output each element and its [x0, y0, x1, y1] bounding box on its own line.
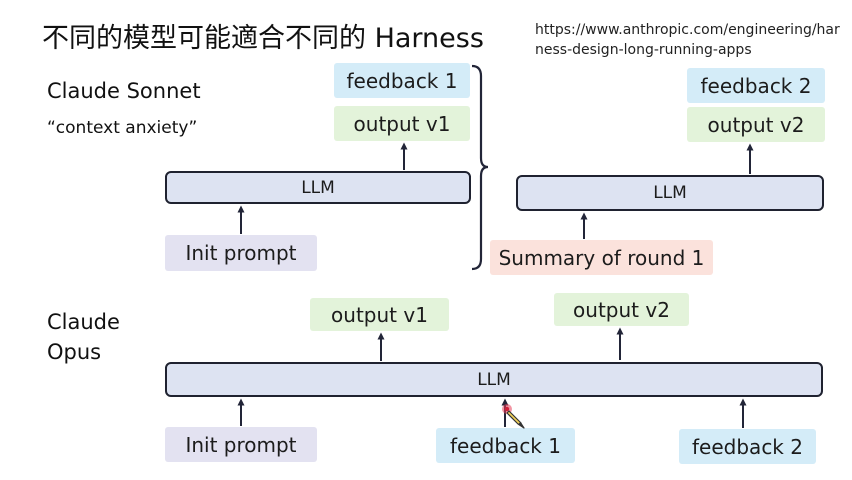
pen-cursor-icon: [502, 404, 525, 429]
opus-feedback-1-box: feedback 1: [436, 428, 575, 463]
sonnet-llm-round2: LLM: [516, 175, 824, 211]
sonnet-feedback-2-box: feedback 2: [687, 68, 825, 103]
sonnet-output-v1-box: output v1: [334, 106, 470, 141]
opus-init-prompt-box: Init prompt: [165, 427, 317, 462]
claude-opus-label-line2: Opus: [47, 340, 102, 364]
opus-output-v1-box: output v1: [310, 298, 449, 331]
round1-curly-brace: [471, 64, 489, 271]
context-anxiety-note: “context anxiety”: [47, 118, 198, 138]
sonnet-output-v2-box: output v2: [687, 107, 825, 142]
source-url[interactable]: https://www.anthropic.com/engineering/ha…: [535, 22, 840, 58]
opus-llm-bar: LLM: [165, 362, 823, 397]
opus-feedback-2-box: feedback 2: [679, 429, 816, 464]
slide-title: 不同的模型可能適合不同的 Harness: [42, 23, 484, 54]
claude-opus-label-line1: Claude: [47, 310, 120, 334]
opus-output-v2-box: output v2: [554, 293, 689, 326]
sonnet-llm-round1: LLM: [165, 171, 471, 204]
sonnet-feedback-1-box: feedback 1: [334, 63, 470, 98]
summary-of-round-1-box: Summary of round 1: [490, 240, 713, 275]
claude-sonnet-label: Claude Sonnet: [47, 79, 201, 103]
sonnet-init-prompt-box: Init prompt: [165, 235, 317, 271]
